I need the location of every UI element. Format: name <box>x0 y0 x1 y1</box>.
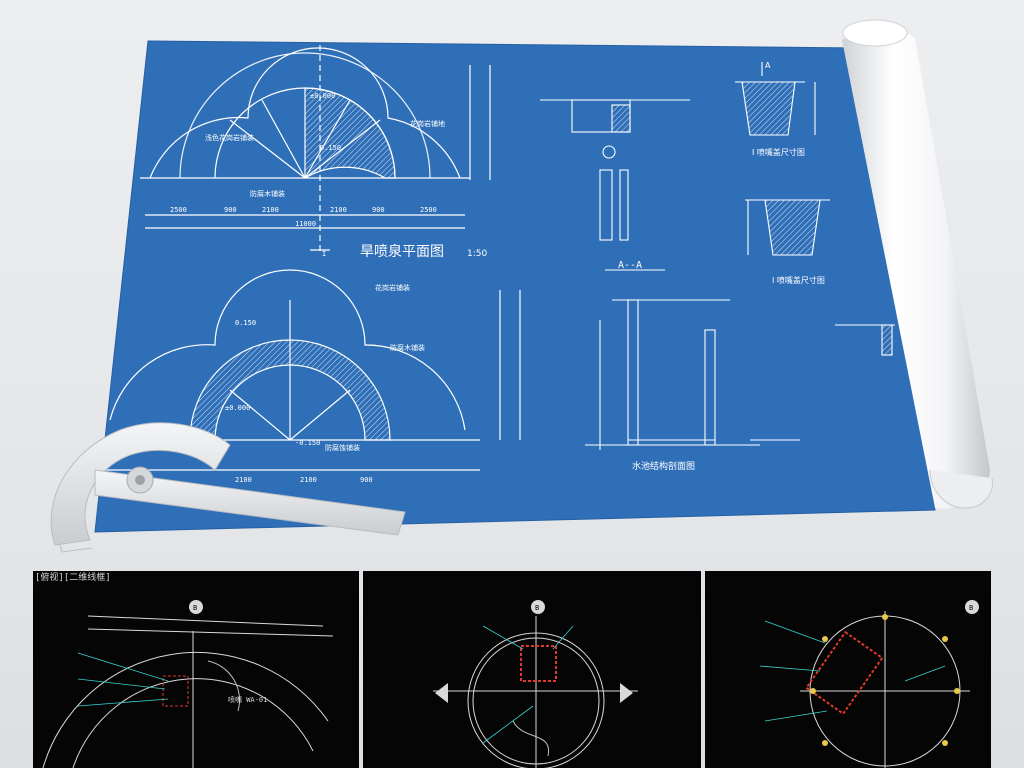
section-title: A--A <box>618 260 642 271</box>
lower-dim-1: 2100 <box>235 476 252 484</box>
lower-level-2: -0.150 <box>295 439 320 447</box>
protractor-ruler-icon <box>50 422 406 553</box>
dim-total: 11000 <box>295 220 316 228</box>
paper-roll <box>842 19 994 509</box>
dim-3: 2100 <box>262 206 279 214</box>
marker-b-2: B <box>535 604 539 612</box>
dim-2: 900 <box>224 206 237 214</box>
section-details <box>540 99 800 450</box>
cad-panel-left: [俯视][二维线框] B 喷嘴 WA-01 <box>33 571 359 768</box>
lower-note-3: 防腐蚀铺装 <box>325 443 360 452</box>
nozzle-tag: 喷嘴 WA-01 <box>228 695 267 704</box>
dim-5: 900 <box>372 206 385 214</box>
lower-dim-3: 900 <box>360 476 373 484</box>
fountain-lower-plan <box>100 269 521 471</box>
cad-panel-right: B <box>705 571 991 768</box>
lower-note-2: 防腐木铺装 <box>390 343 425 352</box>
plan-note-2: 浅色花岗岩铺装 <box>205 133 254 142</box>
plan-note-1: 花岗岩铺地 <box>410 119 445 128</box>
section-marker: I <box>322 250 326 258</box>
elevation-title: 水池结构剖面图 <box>632 460 695 472</box>
viewport-caption: [俯视][二维线框] <box>35 573 111 583</box>
dim-4: 2100 <box>330 206 347 214</box>
plan-dimension-labels: 2500 900 2100 2100 900 2500 11000 0.150 … <box>170 92 445 258</box>
marker-b-1: B <box>193 604 197 612</box>
cad-drawing-3: B <box>759 600 979 768</box>
level-3: ±0.000 <box>310 92 335 100</box>
detail-title-2: I 喷嘴盖尺寸图 <box>772 275 825 285</box>
marker-b-3: B <box>969 604 973 612</box>
plan-title: 旱喷泉平面图 <box>360 243 444 260</box>
lower-dim-2: 2100 <box>300 476 317 484</box>
fountain-plan-drawing <box>140 45 491 255</box>
marker-a: A <box>765 61 771 70</box>
cad-drawing-1: B 喷嘴 WA-01 <box>42 600 334 768</box>
dim-6: 2500 <box>420 206 437 214</box>
cad-drawing-2: B <box>433 600 638 768</box>
dim-1: 2500 <box>170 206 187 214</box>
lower-level-1: 0.150 <box>235 319 256 327</box>
lower-plan-labels: 花岗岩铺装 防腐木铺装 防腐蚀铺装 2100 2100 900 0.150 ±0… <box>225 283 425 484</box>
nozzle-details <box>735 62 895 356</box>
detail-title-1: I 喷嘴盖尺寸图 <box>752 147 805 157</box>
cad-panel-middle: B <box>363 571 701 768</box>
plan-scale: 1:50 <box>467 249 487 259</box>
plan-note-3: 防腐木铺装 <box>250 189 285 198</box>
lower-note-1: 花岗岩铺装 <box>375 283 410 292</box>
level-1: 0.150 <box>320 144 341 152</box>
lower-level-3: ±0.000 <box>225 404 250 412</box>
